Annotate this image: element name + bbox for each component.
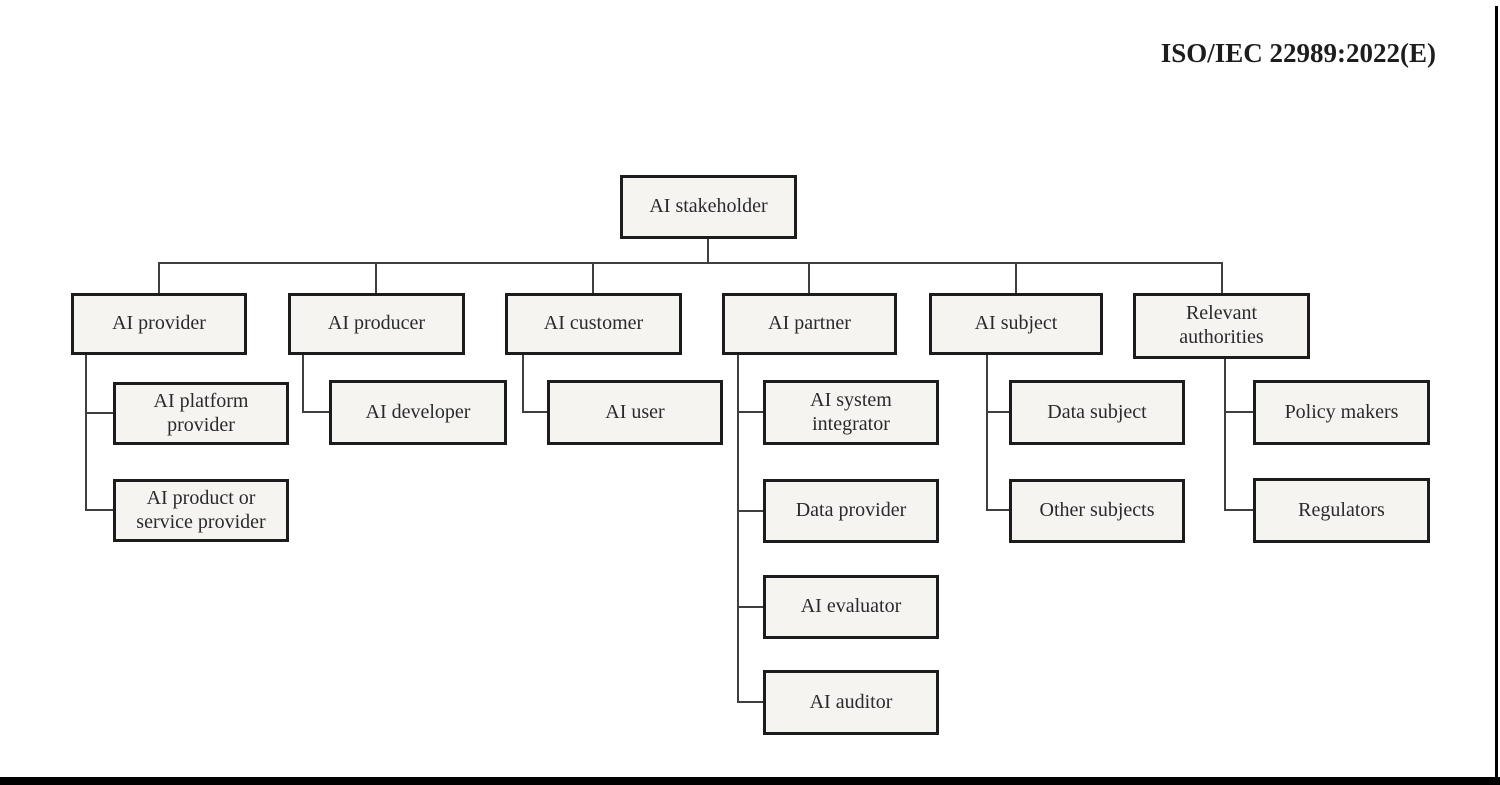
connector-drop-producer	[375, 262, 377, 293]
connector-col4-vertical	[737, 355, 739, 703]
page-frame-bottom-rule	[0, 777, 1500, 785]
node-ai-system-integrator: AI system integrator	[763, 380, 939, 445]
connector-drop-customer	[592, 262, 594, 293]
connector-col4-stub4	[737, 701, 763, 703]
node-ai-developer: AI developer	[329, 380, 507, 445]
connector-bus	[159, 262, 1223, 264]
connector-col2-vertical	[302, 355, 304, 413]
page-frame-right-rule	[1495, 6, 1498, 785]
connector-col1-vertical	[85, 355, 87, 511]
connector-col3-vertical	[522, 355, 524, 413]
connector-col4-stub3	[737, 606, 763, 608]
node-relevant-authorities: Relevant authorities	[1133, 293, 1310, 359]
connector-drop-provider	[158, 262, 160, 293]
connector-col6-stub1	[1224, 411, 1253, 413]
node-ai-product-or-service-provider: AI product or service provider	[113, 479, 289, 542]
node-ai-platform-provider: AI platform provider	[113, 382, 289, 445]
connector-col3-stub1	[522, 411, 547, 413]
node-other-subjects: Other subjects	[1009, 479, 1185, 543]
node-ai-customer: AI customer	[505, 293, 682, 355]
connector-col2-stub1	[302, 411, 329, 413]
connector-col4-stub2	[737, 510, 763, 512]
connector-col5-vertical	[986, 355, 988, 511]
node-ai-partner: AI partner	[722, 293, 897, 355]
connector-root-drop	[707, 239, 709, 263]
connector-col5-stub2	[986, 509, 1009, 511]
node-ai-auditor: AI auditor	[763, 670, 939, 735]
node-regulators: Regulators	[1253, 478, 1430, 543]
node-ai-stakeholder: AI stakeholder	[620, 175, 797, 239]
connector-col4-stub1	[737, 411, 763, 413]
connector-drop-subject	[1015, 262, 1017, 293]
node-data-subject: Data subject	[1009, 380, 1185, 445]
connector-drop-partner	[808, 262, 810, 293]
node-ai-evaluator: AI evaluator	[763, 575, 939, 639]
connector-col5-stub1	[986, 411, 1009, 413]
node-ai-provider: AI provider	[71, 293, 247, 355]
connector-col1-stub1	[85, 412, 113, 414]
node-data-provider: Data provider	[763, 479, 939, 543]
connector-col6-stub2	[1224, 509, 1253, 511]
node-ai-producer: AI producer	[288, 293, 465, 355]
connector-drop-authorities	[1221, 262, 1223, 293]
document-title: ISO/IEC 22989:2022(E)	[1160, 38, 1436, 68]
connector-col6-vertical	[1224, 359, 1226, 511]
node-policy-makers: Policy makers	[1253, 380, 1430, 445]
connector-col1-stub2	[85, 509, 113, 511]
node-ai-subject: AI subject	[929, 293, 1103, 355]
node-ai-user: AI user	[547, 380, 723, 445]
